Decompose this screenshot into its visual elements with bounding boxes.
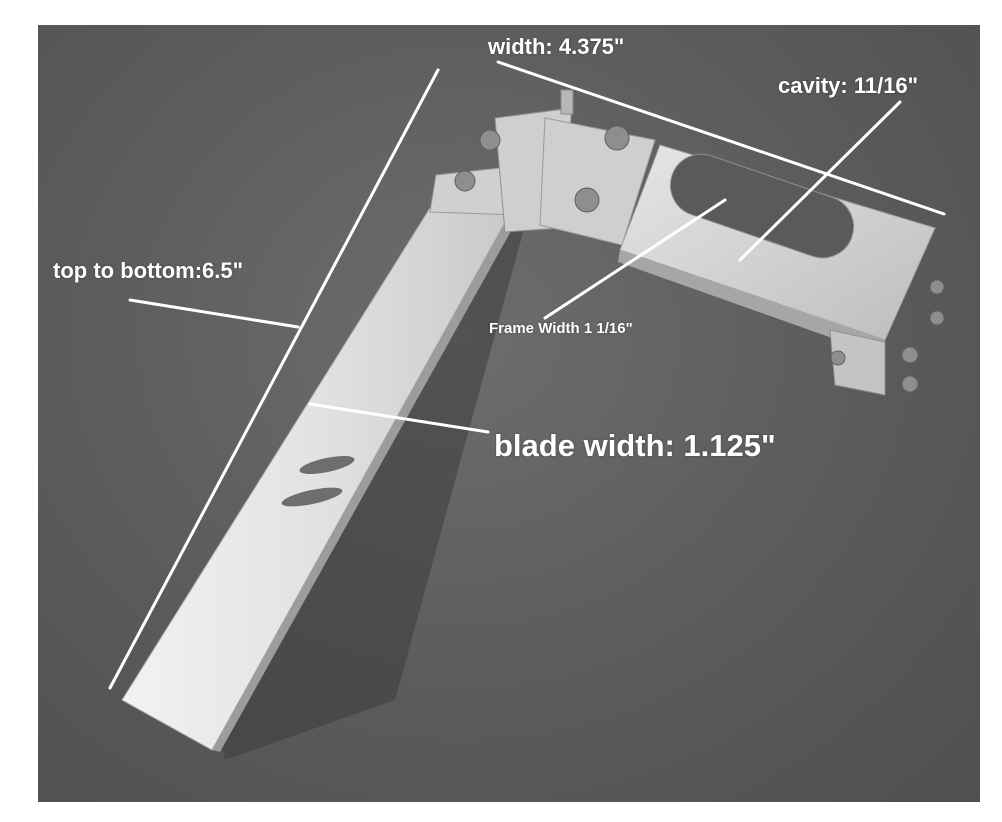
width-line xyxy=(496,60,946,216)
cavity-annotation: cavity: 11/16" xyxy=(778,73,919,98)
blade-slot-upper xyxy=(299,456,355,474)
nut-3 xyxy=(479,129,501,151)
transom-mount xyxy=(829,329,886,396)
nut-5 xyxy=(929,279,945,295)
hardware xyxy=(454,125,945,393)
frame-cavity xyxy=(669,153,855,259)
blade-width-annotation: blade width: 1.125" xyxy=(494,428,776,463)
nut-6 xyxy=(929,310,945,326)
width-annotation: width: 4.375" xyxy=(488,34,625,59)
blade-slot-lower xyxy=(281,487,343,507)
blade-edge xyxy=(212,210,520,752)
cavity-leader xyxy=(738,100,902,262)
blade-shadow xyxy=(215,225,525,760)
nut-8 xyxy=(901,375,919,393)
blade-width-leader xyxy=(308,402,490,434)
top-to-bottom-line xyxy=(108,68,440,690)
nut-1 xyxy=(604,125,630,151)
nut-7 xyxy=(901,346,919,364)
top-to-bottom-leader xyxy=(128,298,300,329)
top-to-bottom-annotation: top to bottom:6.5" xyxy=(53,258,244,283)
frame-side xyxy=(618,250,885,355)
hinge-pin xyxy=(560,89,574,115)
frame-width-annotation: Frame Width 1 1/16" xyxy=(489,320,633,337)
frame-width-leader xyxy=(543,198,727,320)
nut-9 xyxy=(830,350,846,366)
nut-4 xyxy=(454,170,476,192)
annotation-lines xyxy=(108,60,946,690)
nut-2 xyxy=(574,187,600,213)
